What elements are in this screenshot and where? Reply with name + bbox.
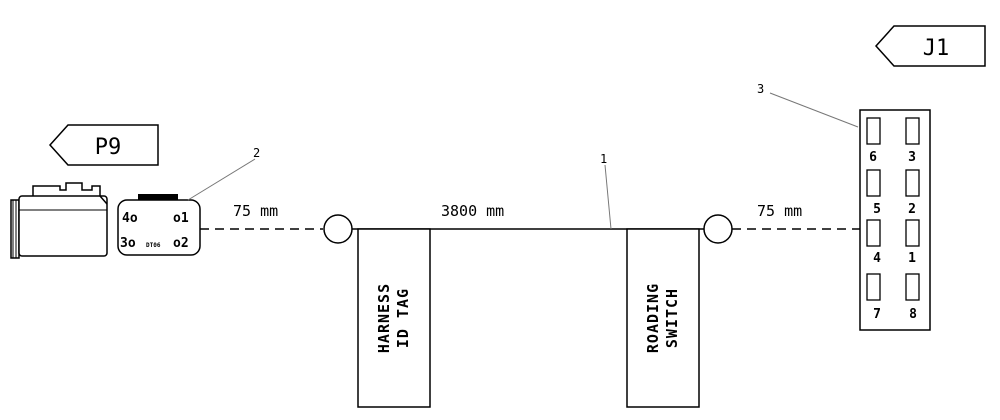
callout-2: 2 — [253, 146, 260, 160]
j1-pin-4: 4 — [873, 251, 881, 266]
harness-id-tag: HARNESS ID TAG — [357, 228, 431, 408]
j1-pin-3: 3 — [908, 150, 916, 165]
p9-label-flag: P9 — [48, 124, 159, 166]
roading-switch-tag: ROADING SWITCH — [626, 228, 700, 408]
callout-3: 3 — [757, 82, 764, 96]
right-lead-length: 75 mm — [757, 202, 802, 220]
callout-2-leader — [187, 158, 256, 201]
j1-pin-6: 6 — [869, 150, 877, 165]
p9-pin-2: o2 — [173, 236, 189, 251]
callout-1: 1 — [600, 152, 607, 166]
j1-pin-8: 8 — [909, 307, 917, 322]
p9-pin-4: 4o — [122, 211, 138, 226]
p9-pin-1: o1 — [173, 211, 189, 226]
left-splice-circle — [323, 214, 353, 244]
j1-pin-2: 2 — [908, 202, 916, 217]
harness-tag-line2: ID TAG — [394, 288, 412, 348]
j1-label-flag: J1 — [874, 25, 986, 67]
j1-label-text: J1 — [923, 36, 950, 61]
p9-label-text: P9 — [95, 135, 122, 160]
callout-3-leader — [769, 92, 859, 128]
connector-side-view-icon — [10, 182, 108, 259]
j1-pin-1: 1 — [908, 251, 916, 266]
roading-tag-line1: ROADING — [644, 283, 662, 353]
right-splice-circle — [703, 214, 733, 244]
callout-1-leader — [604, 164, 612, 230]
roading-tag-line2: SWITCH — [663, 288, 681, 348]
j1-pin-5: 5 — [873, 202, 881, 217]
p9-part-number: DT06 — [146, 242, 161, 249]
left-lead-length: 75 mm — [233, 202, 278, 220]
j1-connector: 6 3 5 2 4 1 7 8 — [859, 109, 931, 331]
p9-pin-3: 3o — [120, 236, 136, 251]
j1-pin-7: 7 — [873, 307, 881, 322]
main-harness-length: 3800 mm — [441, 202, 504, 220]
harness-tag-line1: HARNESS — [375, 283, 393, 353]
p9-connector-face: 4o o1 3o o2 DT06 — [117, 194, 201, 256]
